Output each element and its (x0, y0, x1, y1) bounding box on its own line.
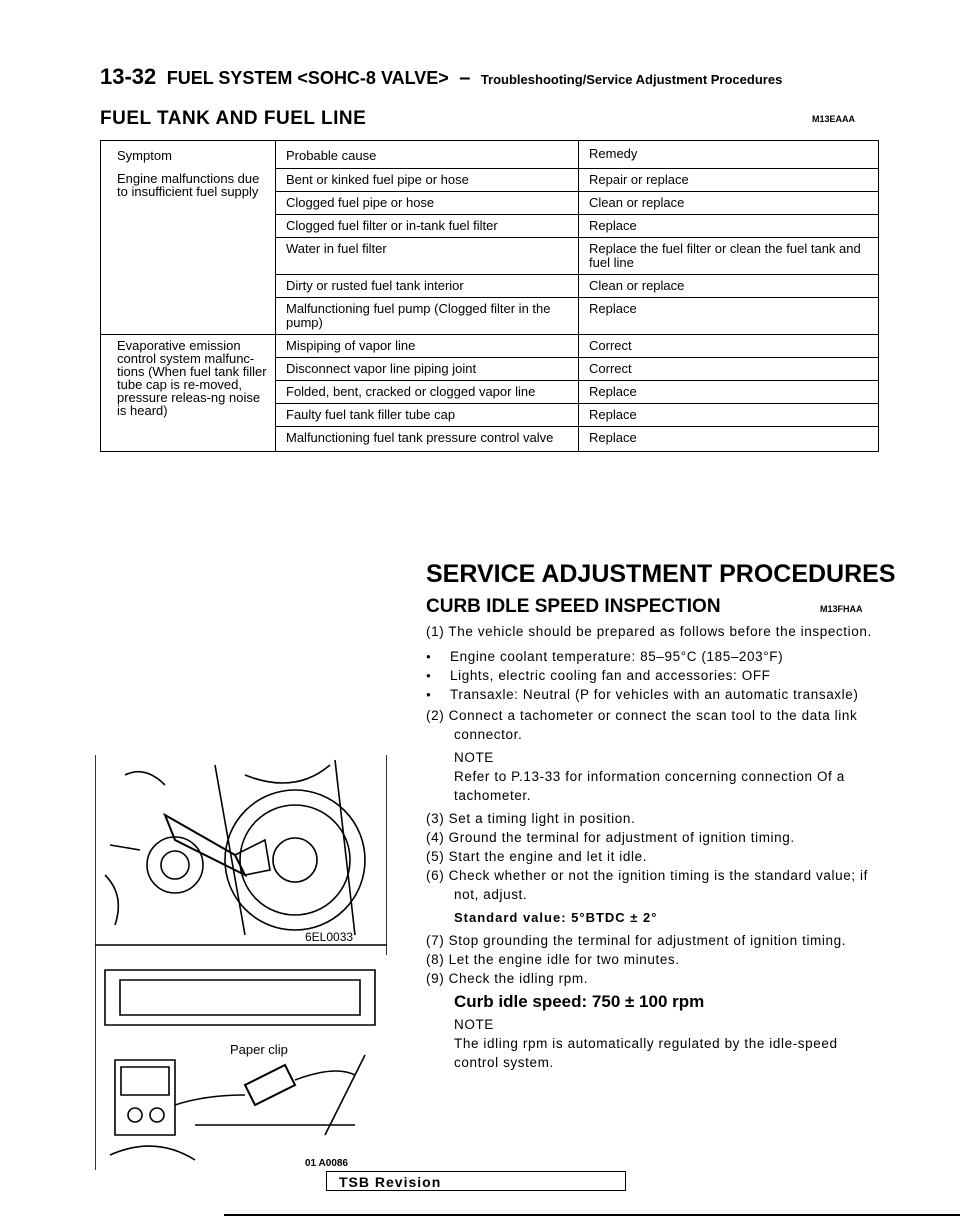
cause-cell: Folded, bent, cracked or clogged vapor l… (275, 379, 579, 403)
remedy-cell: Replace (578, 296, 879, 334)
table-row: Malfunctioning fuel tank pressure contro… (101, 425, 879, 451)
symptom-fuel-supply: Engine malfunctions due to insufficient … (100, 168, 276, 334)
section-title: FUEL TANK AND FUEL LINE (100, 108, 367, 129)
troubleshooting-table: Symptom Probable cause Remedy Engine mal… (100, 140, 879, 452)
procedure-steps: (1) The vehicle should be prepared as fo… (426, 622, 878, 1072)
step-5: (5) Start the engine and let it idle. (426, 849, 648, 864)
bullet-item: Lights, electric cooling fan and accesso… (426, 666, 878, 685)
note-label-2: NOTE (454, 1017, 494, 1032)
chapter-subtitle: Troubleshooting/Service Adjustment Proce… (480, 72, 783, 87)
table-row: Faulty fuel tank filler tube cap Replace (101, 402, 879, 426)
table-row: Dirty or rusted fuel tank interior Clean… (101, 273, 879, 297)
header-dash: – (459, 67, 471, 89)
curb-idle-speed: Curb idle speed: 750 ± 100 rpm (454, 992, 705, 1011)
step-7: (7) Stop grounding the terminal for adju… (426, 933, 847, 948)
footer-rule (224, 1214, 960, 1216)
remedy-cell: Replace (578, 213, 879, 237)
service-title: SERVICE ADJUSTMENT PROCEDURES (426, 560, 896, 588)
remedy-cell: Clean or replace (578, 190, 879, 214)
step-3: (3) Set a timing light in position. (426, 811, 636, 826)
remedy-cell: Replace (578, 379, 879, 403)
cause-cell: Malfunctioning fuel pump (Clogged filter… (275, 296, 579, 334)
figure-code-1: 6EL0033 (305, 930, 353, 944)
bullet-item: Transaxle: Neutral (P for vehicles with … (426, 685, 878, 704)
table-row: Water in fuel filter Replace the fuel fi… (101, 236, 879, 274)
note-label: NOTE (454, 750, 494, 765)
remedy-cell: Correct (578, 333, 879, 357)
cause-cell: Disconnect vapor line piping joint (275, 356, 579, 380)
remedy-cell: Replace the fuel filter or clean the fue… (578, 236, 879, 274)
page-header: 13-32 FUEL SYSTEM <SOHC-8 VALVE> – Troub… (100, 64, 782, 90)
step-2: (2) Connect a tachometer or connect the … (426, 708, 858, 742)
tachometer-illustration (104, 969, 376, 1161)
table-row: Engine malfunctions due to insufficient … (100, 167, 879, 334)
cause-cell: Faulty fuel tank filler tube cap (275, 402, 579, 426)
remedy-cell: Replace (578, 425, 879, 451)
note-text: Refer to P.13-33 for information concern… (454, 769, 845, 803)
table-row: Disconnect vapor line piping joint Corre… (101, 356, 879, 380)
cause-cell: Mispiping of vapor line (275, 333, 579, 357)
cause-cell: Malfunctioning fuel tank pressure contro… (275, 425, 579, 451)
step-8: (8) Let the engine idle for two minutes. (426, 952, 680, 967)
remedy-cell: Clean or replace (578, 273, 879, 297)
figure-code-2: 01 A0086 (305, 1158, 348, 1169)
remedy-cell: Correct (578, 356, 879, 380)
symptom-evaporative: Evaporative emission control system malf… (100, 333, 276, 451)
header-remedy: Remedy (589, 146, 638, 161)
table-header-row: Symptom Probable cause Remedy (100, 140, 879, 168)
section-code: M13EAAA (812, 114, 856, 124)
procedure-code: M13FHAA (820, 604, 863, 614)
cause-cell: Water in fuel filter (275, 236, 579, 274)
table-row: Clogged fuel pipe or hose Clean or repla… (101, 190, 879, 214)
page-number: 13-32 (100, 64, 157, 89)
table-row: Evaporative emission control system malf… (100, 333, 879, 451)
header-symptom: Symptom (100, 140, 276, 168)
cause-cell: Bent or kinked fuel pipe or hose (275, 167, 579, 191)
cause-cell: Clogged fuel filter or in-tank fuel filt… (275, 213, 579, 237)
tsb-revision-box: TSB Revision (326, 1171, 626, 1191)
step-9: (9) Check the idling rpm. (426, 971, 589, 986)
cause-cell: Clogged fuel pipe or hose (275, 190, 579, 214)
paper-clip-label: Paper clip (230, 1042, 288, 1057)
remedy-cell: Replace (578, 402, 879, 426)
standard-value: Standard value: 5°BTDC ± 2° (454, 910, 658, 925)
note-text-2: The idling rpm is automatically regulate… (454, 1036, 838, 1070)
cause-cell: Dirty or rusted fuel tank interior (275, 273, 579, 297)
bullet-item: Engine coolant temperature: 85–95°C (185… (426, 647, 878, 666)
remedy-cell: Repair or replace (578, 167, 879, 191)
step-6: (6) Check whether or not the ignition ti… (426, 868, 868, 902)
step-1: (1) The vehicle should be prepared as fo… (426, 624, 872, 639)
engine-belt-illustration (95, 755, 387, 1170)
table-row: Clogged fuel filter or in-tank fuel filt… (101, 213, 879, 237)
step-4: (4) Ground the terminal for adjustment o… (426, 830, 795, 845)
header-cause: Probable cause (275, 140, 579, 168)
illustration-panel: 6EL0033 Paper clip 01 A0086 (95, 755, 387, 1170)
table-row: Folded, bent, cracked or clogged vapor l… (101, 379, 879, 403)
procedure-title: CURB IDLE SPEED INSPECTION (426, 596, 721, 617)
chapter-title: FUEL SYSTEM <SOHC-8 VALVE> (166, 68, 449, 88)
table-row: Malfunctioning fuel pump (Clogged filter… (101, 296, 879, 334)
